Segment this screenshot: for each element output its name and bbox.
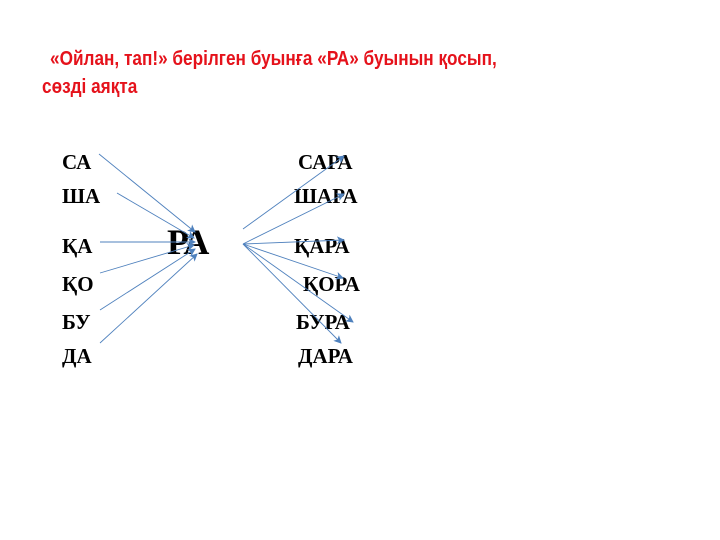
instruction-title-line-2: сөзді аяқта <box>42 76 138 98</box>
left-syllable-qo: ҚО <box>62 272 94 296</box>
result-word-sara: САРА <box>298 150 353 174</box>
left-syllable-qa: ҚА <box>62 234 93 258</box>
arrow-sa-to-ra <box>98 153 196 233</box>
result-word-dara: ДАРА <box>298 344 353 368</box>
result-word-bura: БУРА <box>296 310 350 334</box>
center-syllable-ra: РА <box>167 222 209 262</box>
left-syllable-da: ДА <box>62 344 92 368</box>
result-word-qora: ҚОРА <box>303 272 360 296</box>
result-word-shara: ШАРА <box>294 184 358 208</box>
result-word-qara: ҚАРА <box>294 234 350 258</box>
left-syllable-sa: СА <box>62 150 92 174</box>
instruction-title-line-1: «Ойлан, тап!» берілген буынға «РА» буыны… <box>50 48 497 70</box>
arrow-da-to-ra <box>99 253 198 344</box>
left-syllable-sha: ША <box>62 184 101 208</box>
left-syllable-bu: БУ <box>62 310 91 334</box>
